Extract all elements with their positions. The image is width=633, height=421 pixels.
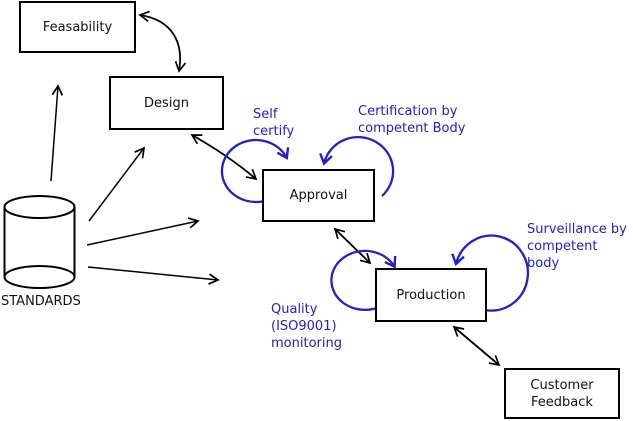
- annotation-surveillance: Surveillance by competent body: [527, 222, 627, 271]
- arrow-approval-production: [333, 227, 372, 265]
- node-approval: Approval: [262, 169, 375, 222]
- node-design: Design: [109, 76, 224, 130]
- node-production: Production: [375, 268, 487, 322]
- node-design-label: Design: [144, 95, 189, 111]
- standards-label: STANDARDS: [1, 294, 81, 309]
- standards-cylinder-shape: [3, 195, 76, 289]
- arrow-standards-to-design: [88, 146, 146, 222]
- node-feasability: Feasability: [19, 1, 136, 53]
- loop-quality-monitoring: [330, 249, 397, 311]
- node-customer-feedback: Customer Feedback: [504, 368, 620, 419]
- node-customer-feedback-label: Customer Feedback: [530, 377, 594, 410]
- annotation-self-certify: Self certify: [253, 107, 295, 139]
- arrow-standards-to-approval: [86, 217, 200, 246]
- node-approval-label: Approval: [289, 188, 348, 203]
- arrow-standards-to-production: [87, 266, 220, 285]
- arrow-feasability-design: [138, 10, 187, 73]
- annotation-quality: Quality (ISO9001) monitoring: [271, 302, 342, 351]
- arrow-production-feedback: [452, 325, 501, 367]
- annotation-certification: Certification by competent Body: [358, 104, 466, 136]
- node-feasability-label: Feasability: [42, 19, 113, 35]
- loop-certification: [319, 136, 395, 197]
- arrow-standards-to-feasability: [50, 84, 64, 182]
- node-production-label: Production: [396, 287, 466, 303]
- loop-surveillance: [451, 234, 530, 312]
